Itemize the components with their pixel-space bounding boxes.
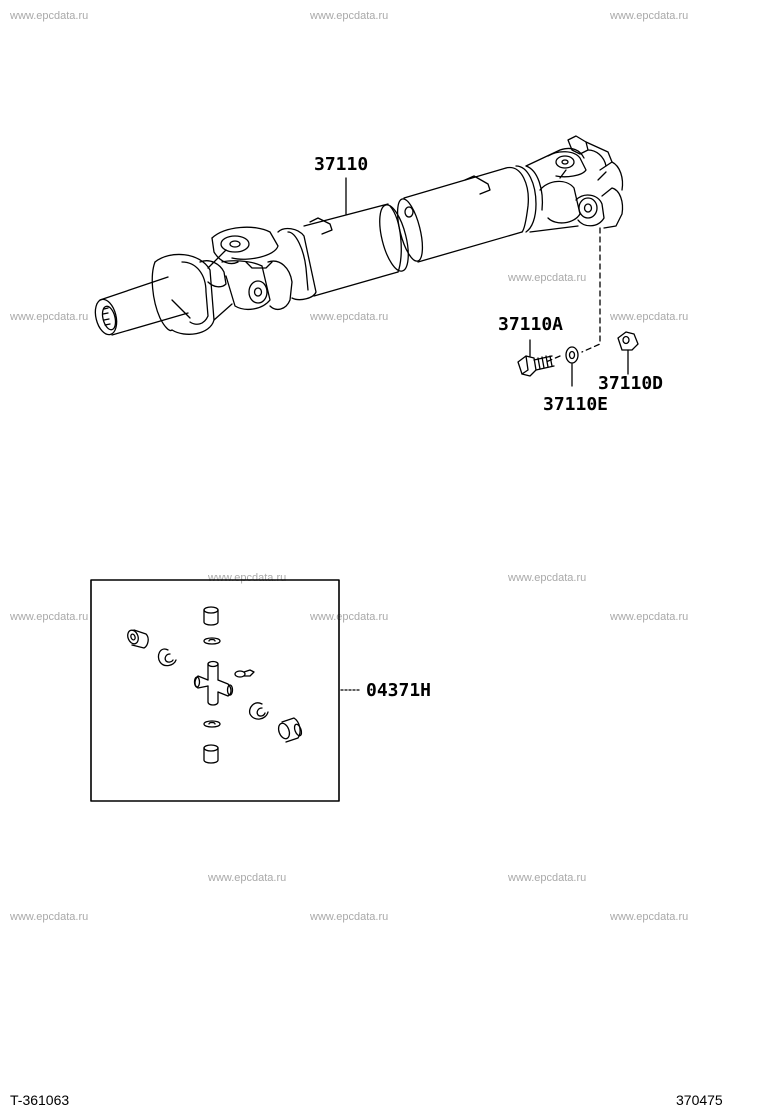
bolt — [518, 340, 554, 376]
watermark: www.epcdata.ru — [310, 611, 389, 623]
watermark: www.epcdata.ru — [610, 10, 689, 22]
propeller-shaft-drawing — [92, 136, 623, 337]
watermark: www.epcdata.ru — [310, 911, 389, 923]
snap-ring — [158, 649, 176, 666]
spider-kit-box — [91, 580, 339, 801]
washer — [566, 347, 578, 386]
illustration-code-left: T-361063 — [10, 1092, 70, 1108]
part-number-shaft: 37110 — [314, 154, 369, 175]
illustration-code-right: 370475 — [676, 1092, 723, 1108]
watermark: www.epcdata.ru — [310, 311, 389, 323]
bearing-cup-left — [126, 629, 148, 648]
front-shaft-tube — [278, 202, 414, 300]
watermark: www.epcdata.ru — [610, 911, 689, 923]
spider-cross — [195, 662, 233, 706]
part-number-bolt: 37110A — [498, 314, 564, 335]
nut — [618, 332, 638, 374]
rear-yoke-flange — [526, 136, 623, 232]
grease-fitting — [235, 670, 254, 677]
watermark: www.epcdata.ru — [10, 911, 89, 923]
watermark: www.epcdata.ru — [208, 572, 287, 584]
watermark: www.epcdata.ru — [10, 611, 89, 623]
dashed-guide-line — [582, 228, 600, 352]
watermark: www.epcdata.ru — [208, 872, 287, 884]
snap-ring — [250, 703, 268, 719]
part-number-spider-kit: 04371H — [366, 680, 432, 701]
rear-shaft-tube — [393, 166, 543, 263]
spider-kit-drawing — [91, 580, 360, 801]
watermark: www.epcdata.ru — [508, 272, 587, 284]
part-number-washer: 37110E — [543, 394, 609, 415]
bearing-cup-right — [277, 718, 303, 742]
part-number-nut: 37110D — [598, 373, 664, 394]
watermark: www.epcdata.ru — [610, 611, 689, 623]
watermark: www.epcdata.ru — [610, 311, 689, 323]
watermark: www.epcdata.ru — [10, 10, 89, 22]
watermark: www.epcdata.ru — [10, 311, 89, 323]
snap-ring — [204, 638, 220, 644]
watermark: www.epcdata.ru — [310, 10, 389, 22]
snap-ring — [204, 721, 220, 727]
front-yoke — [152, 250, 232, 334]
dashed-guide-line — [546, 356, 560, 362]
watermark: www.epcdata.ru — [508, 872, 587, 884]
splined-sleeve — [92, 277, 188, 337]
watermark: www.epcdata.ru — [508, 572, 587, 584]
front-universal-joint — [200, 227, 292, 309]
fasteners-drawing — [518, 228, 638, 386]
bearing-cup-bottom — [204, 745, 218, 763]
bearing-cup-top — [204, 607, 218, 625]
